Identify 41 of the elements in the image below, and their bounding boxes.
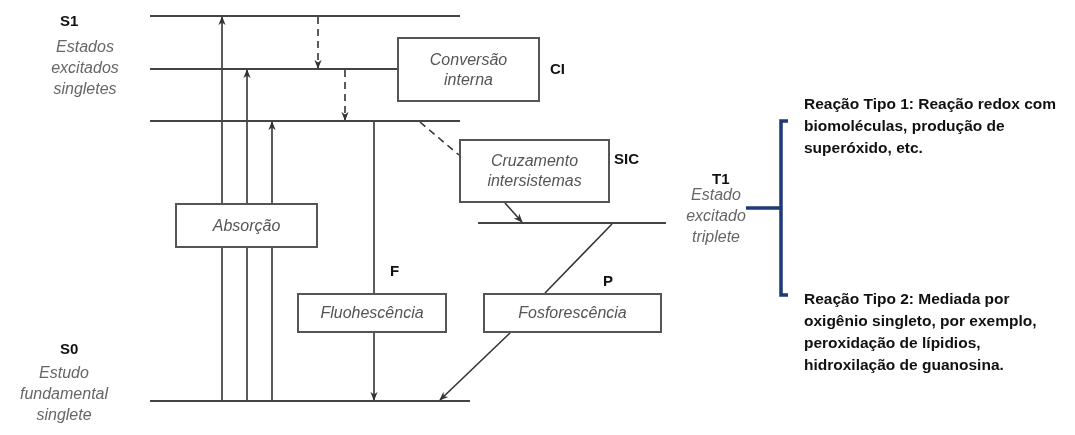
state-caption: Estados excitados singletes bbox=[50, 37, 120, 99]
connector-line bbox=[544, 223, 613, 294]
process-box bbox=[483, 293, 662, 333]
process-label: Fosforescência bbox=[518, 303, 627, 323]
state-caption: Estado excitado triplete bbox=[685, 185, 747, 247]
process-box bbox=[175, 203, 318, 248]
arrow bbox=[341, 69, 349, 121]
arrow bbox=[370, 332, 378, 401]
arrow bbox=[439, 332, 511, 401]
process-label: Conversão interna bbox=[428, 49, 509, 90]
process-box bbox=[459, 139, 610, 203]
arrow bbox=[314, 16, 322, 69]
reaction-note: Reação Tipo 2: Mediada por oxigênio singleto, por exemplo, peroxidação de lípidios, hidroxilação de guanosina. bbox=[804, 289, 1038, 375]
process-label: Absorção bbox=[212, 215, 281, 236]
process-label: Cruzamento intersistemas bbox=[486, 151, 583, 191]
state-symbol: S0 bbox=[60, 340, 79, 357]
arrow bbox=[243, 69, 251, 204]
state-symbol: SIC bbox=[614, 150, 639, 167]
process-label: Fluohescência bbox=[320, 303, 424, 323]
connector-line bbox=[221, 247, 223, 401]
process-box bbox=[297, 293, 447, 333]
energy-level-line bbox=[150, 120, 460, 122]
process-box bbox=[397, 37, 540, 102]
connector-line bbox=[246, 247, 248, 401]
connector-line bbox=[271, 247, 273, 401]
energy-level-line bbox=[150, 400, 470, 402]
state-caption: Estudo fundamental singlete bbox=[18, 363, 110, 425]
arrow bbox=[268, 121, 276, 204]
arrow bbox=[218, 16, 226, 204]
state-symbol: T1 bbox=[712, 170, 730, 187]
energy-level-line bbox=[478, 222, 666, 224]
state-symbol: CI bbox=[550, 60, 565, 77]
arrow bbox=[504, 202, 523, 223]
connector-line bbox=[373, 121, 375, 294]
energy-level-line bbox=[150, 68, 397, 70]
reaction-note: Reação Tipo 1: Reação redox com biomoléculas, produção de superóxido, etc. bbox=[804, 94, 1058, 158]
connector-line bbox=[419, 121, 460, 156]
energy-level-line bbox=[150, 15, 460, 17]
state-symbol: F bbox=[390, 262, 400, 279]
state-symbol: P bbox=[603, 272, 613, 289]
state-symbol: S1 bbox=[60, 12, 79, 29]
